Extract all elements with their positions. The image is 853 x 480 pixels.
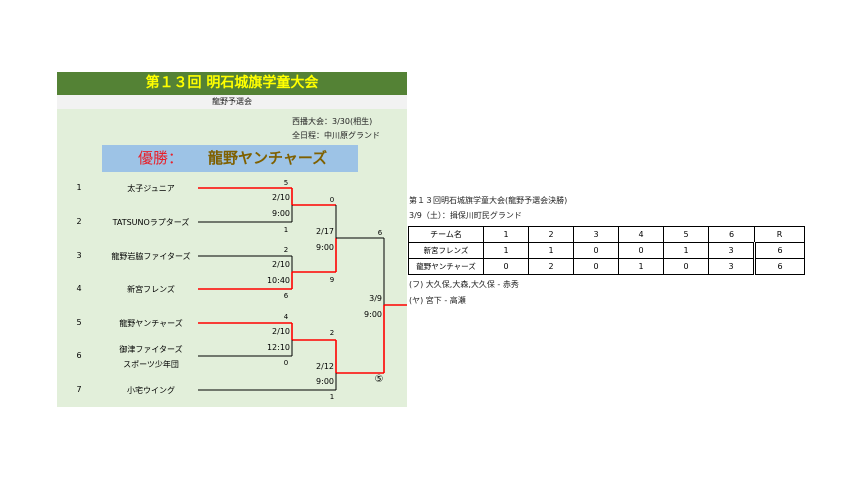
match-score: 1 bbox=[329, 393, 335, 401]
match-date: 2/17 bbox=[316, 227, 334, 236]
seed-number: 2 bbox=[76, 217, 82, 226]
table-cell: 6 bbox=[753, 242, 805, 259]
match-score: 0 bbox=[283, 359, 289, 367]
match-score: 1 bbox=[283, 226, 289, 234]
champion-banner: 優勝： 龍野ヤンチャーズ bbox=[102, 145, 358, 172]
match-score: 2 bbox=[283, 246, 289, 254]
final-venue: 3/9（土）：揖保川町民グランド bbox=[409, 211, 522, 220]
table-cell: 0 bbox=[573, 242, 619, 259]
table-header: チーム名 bbox=[408, 226, 484, 243]
match-score: 6 bbox=[377, 229, 383, 237]
table-row: 新宮フレンズ 1 1 0 0 1 3 6 bbox=[408, 242, 805, 259]
table-cell: 1 bbox=[618, 258, 664, 275]
champion-label: 優勝： bbox=[138, 149, 184, 167]
seed-number: 3 bbox=[76, 251, 82, 260]
bracket-panel bbox=[57, 72, 407, 407]
match-date: 2/12 bbox=[316, 362, 334, 371]
match-time: 9:00 bbox=[272, 209, 290, 218]
match-time: 9:00 bbox=[364, 310, 382, 319]
table-row: 龍野ヤンチャーズ 0 2 0 1 0 3 6 bbox=[408, 258, 805, 275]
match-date: 2/10 bbox=[272, 260, 290, 269]
team-name: 龍野岩脇ファイターズ bbox=[111, 252, 191, 261]
seed-number: 4 bbox=[76, 284, 82, 293]
table-header: 3 bbox=[573, 226, 619, 243]
table-cell: 0 bbox=[483, 258, 529, 275]
table-cell: 新宮フレンズ bbox=[408, 242, 484, 259]
table-cell: 0 bbox=[663, 258, 709, 275]
venue-info: 全日程：中川原グランド bbox=[292, 131, 380, 140]
table-cell: 3 bbox=[708, 258, 755, 275]
seed-number: 6 bbox=[76, 351, 82, 360]
battery-y: (ヤ) 宮下 - 高瀬 bbox=[409, 296, 466, 305]
tournament-title: 第１３回 明石城旗学童大会 bbox=[57, 72, 407, 95]
table-header-row: チーム名 1 2 3 4 5 6 R bbox=[408, 226, 805, 243]
table-header: 4 bbox=[618, 226, 664, 243]
table-cell: 1 bbox=[528, 242, 574, 259]
match-time: 12:10 bbox=[266, 343, 290, 352]
match-score: 9 bbox=[329, 276, 335, 284]
nishiban-info: 西播大会：3/30(相生) bbox=[292, 117, 373, 126]
team-name: スポーツ少年団 bbox=[123, 360, 179, 369]
team-name: 新宮フレンズ bbox=[127, 285, 175, 294]
match-score: 5 bbox=[283, 179, 289, 187]
table-cell: 0 bbox=[573, 258, 619, 275]
match-score: 2 bbox=[329, 329, 335, 337]
table-cell: 龍野ヤンチャーズ bbox=[408, 258, 484, 275]
table-header: 6 bbox=[708, 226, 755, 243]
table-cell: 0 bbox=[618, 242, 664, 259]
score-table: チーム名 1 2 3 4 5 6 R 新宮フレンズ 1 1 0 0 1 3 6 … bbox=[408, 226, 805, 275]
team-name: TATSUNOラプターズ bbox=[112, 218, 190, 227]
match-date: 2/10 bbox=[272, 327, 290, 336]
table-header: 1 bbox=[483, 226, 529, 243]
table-cell: 1 bbox=[663, 242, 709, 259]
seed-number: 1 bbox=[76, 183, 82, 192]
team-name: 太子ジュニア bbox=[127, 184, 175, 193]
match-score: 6 bbox=[283, 292, 289, 300]
match-time: 10:40 bbox=[266, 276, 290, 285]
seed-number: 7 bbox=[76, 385, 82, 394]
final-title: 第１３回明石城旗学童大会(龍野予選会決勝) bbox=[409, 196, 568, 205]
table-cell: 2 bbox=[528, 258, 574, 275]
team-name: 御津ファイターズ bbox=[119, 345, 183, 354]
match-date: 2/10 bbox=[272, 193, 290, 202]
table-header: 5 bbox=[663, 226, 709, 243]
match-time: 9:00 bbox=[316, 243, 334, 252]
team-name: 小宅ウイング bbox=[127, 386, 175, 395]
match-score: ⑤ bbox=[374, 374, 384, 385]
match-score: 0 bbox=[329, 196, 335, 204]
table-cell: 3 bbox=[708, 242, 755, 259]
table-header: R bbox=[754, 226, 805, 243]
match-score: 4 bbox=[283, 313, 289, 321]
tournament-subtitle: 龍野予選会 bbox=[57, 95, 407, 109]
team-name: 龍野ヤンチャーズ bbox=[119, 319, 183, 328]
battery-f: (フ) 大久保,大森,大久保 - 赤秀 bbox=[409, 280, 519, 289]
table-header: 2 bbox=[528, 226, 574, 243]
match-time: 9:00 bbox=[316, 377, 334, 386]
seed-number: 5 bbox=[76, 318, 82, 327]
match-date: 3/9 bbox=[369, 294, 382, 303]
table-cell: 6 bbox=[753, 258, 805, 275]
table-cell: 1 bbox=[483, 242, 529, 259]
champion-team: 龍野ヤンチャーズ bbox=[208, 149, 328, 167]
